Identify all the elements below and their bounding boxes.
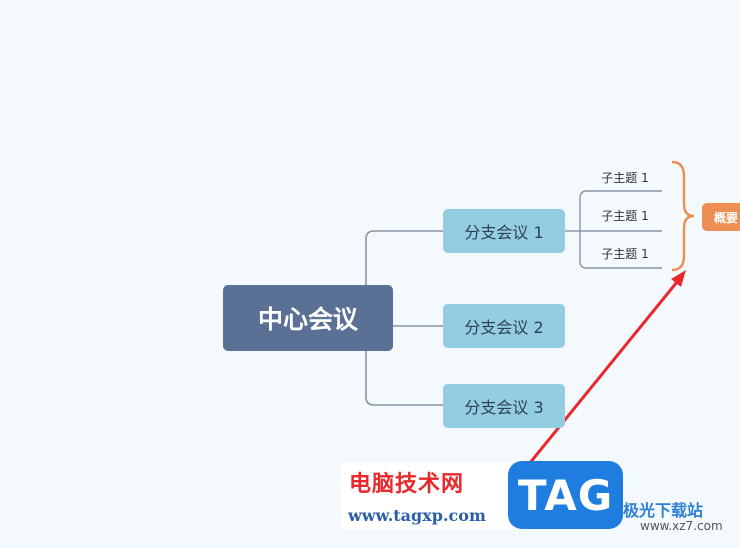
connector-central-branch-1: [365, 230, 443, 285]
subtopic-3[interactable]: 子主题 1: [601, 246, 649, 261]
watermark-brand2: 极光下载站: [623, 501, 704, 520]
watermark-site-url: www.tagxp.com: [348, 506, 486, 525]
connector-central-branch-3: [365, 351, 443, 406]
watermark-background: [341, 462, 511, 530]
connector-branch1-sub-1: [579, 190, 662, 231]
connector-branch1-sub-3: [579, 231, 662, 269]
watermark-brand2-url: www.xz7.com: [640, 519, 723, 533]
central-topic[interactable]: 中心会议: [223, 285, 393, 351]
watermark-site-name: 电脑技术网: [349, 472, 465, 497]
branch-topic-2[interactable]: 分支会议 2: [443, 304, 565, 348]
subtopic-2[interactable]: 子主题 1: [601, 208, 649, 223]
subtopic-1[interactable]: 子主题 1: [601, 170, 649, 185]
annotation-arrow-head: [671, 270, 686, 287]
summary-topic[interactable]: 概要: [702, 203, 740, 231]
branch-topic-3[interactable]: 分支会议 3: [443, 384, 565, 428]
summary-brace: [671, 160, 695, 272]
tag-logo: TAG: [508, 461, 623, 529]
branch-topic-1[interactable]: 分支会议 1: [443, 209, 565, 253]
